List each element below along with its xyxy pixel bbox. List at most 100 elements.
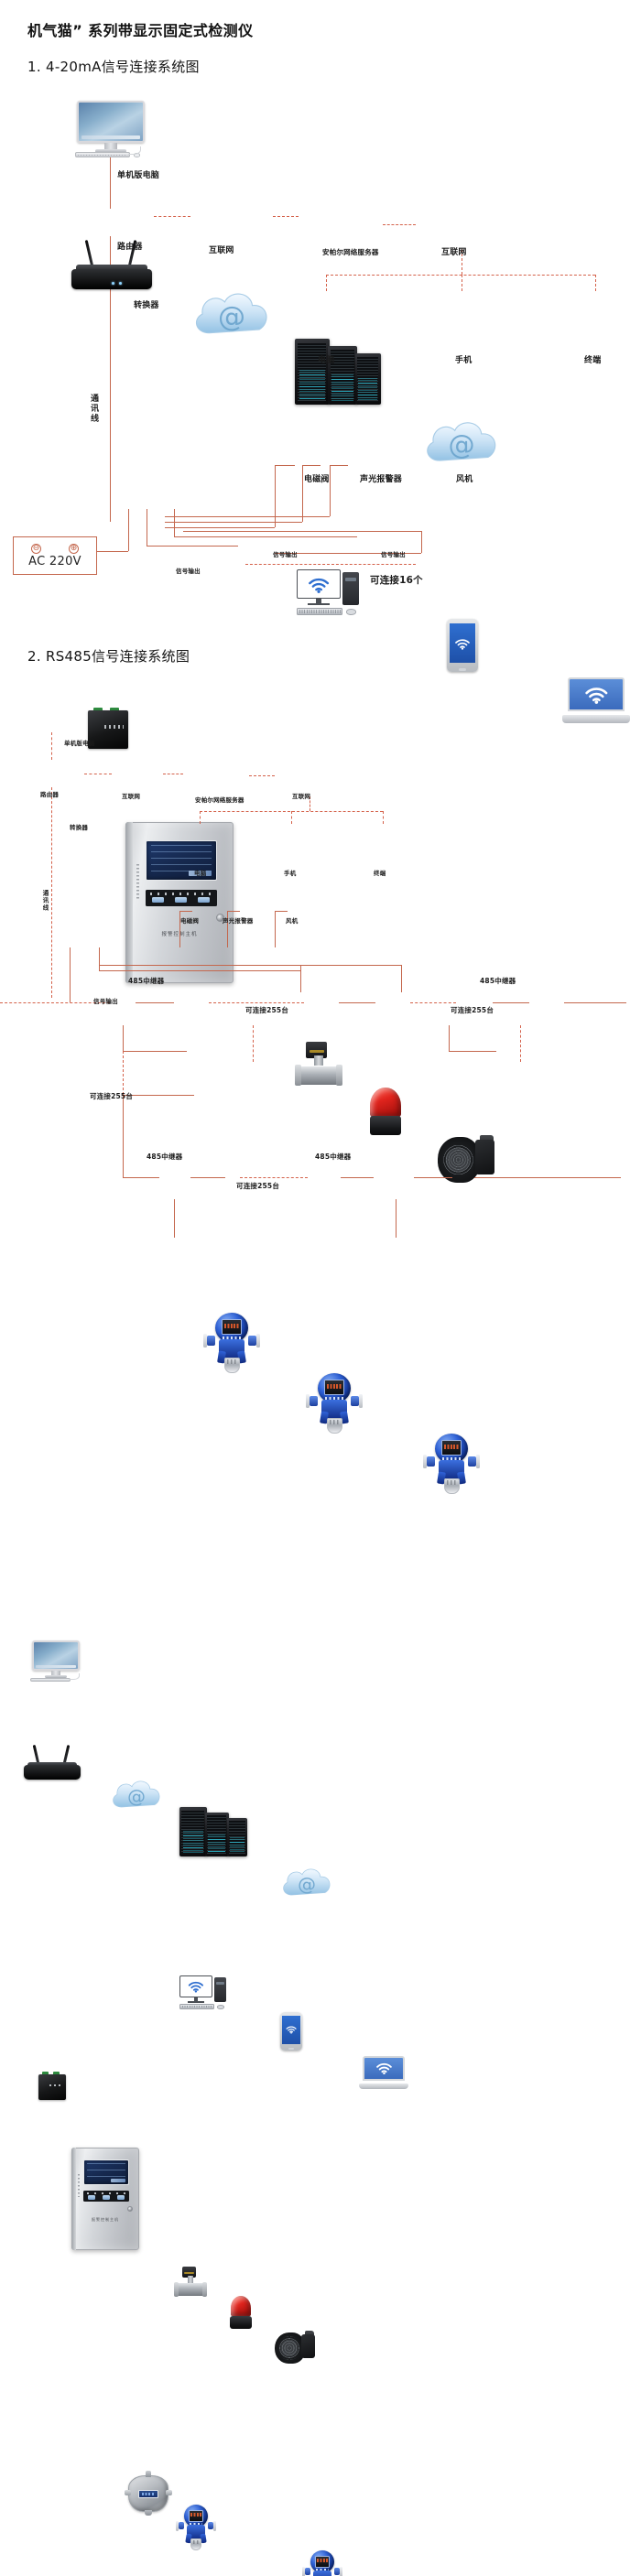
- d2-line-host-drop: [99, 947, 101, 970]
- dash-router-internet: [154, 216, 190, 217]
- internet-cloud-label: 互联网: [122, 793, 141, 800]
- internet-cloud-2-icon: @: [419, 416, 504, 471]
- internet-cloud-2-label: 互联网: [292, 793, 311, 800]
- blower-fan-icon: [438, 1135, 494, 1185]
- blower-fan-icon: [275, 2331, 315, 2365]
- gas-detector: [203, 1313, 260, 1373]
- network-server-icon: [295, 339, 385, 405]
- d2-chain-2c: [240, 1177, 308, 1178]
- d2-dash-comm: [51, 787, 52, 998]
- minus-terminal-icon: ⊖: [31, 543, 41, 554]
- d2-line-drop-a: [300, 965, 302, 992]
- d2-line-drop-b: [401, 965, 403, 992]
- repeater-485-label: 485中继器: [147, 1153, 183, 1161]
- d2-line-fan-stub: [275, 911, 288, 913]
- blower-fan-label: 风机: [456, 475, 473, 484]
- audible-visual-alarm-icon: [229, 2296, 253, 2329]
- d2-dash-terminal: [383, 811, 384, 824]
- audible-visual-alarm-label: 声光报警器: [223, 917, 254, 925]
- d2-dash-phone: [291, 811, 292, 824]
- standalone-pc-label: 单机版电脑: [64, 740, 95, 747]
- svg-text:@: @: [298, 1874, 316, 1895]
- wifi-icon: [309, 578, 329, 593]
- d2-chain-1f: [564, 1002, 626, 1004]
- d2-chain-2a: [123, 1177, 159, 1179]
- line-pc-to-router: [110, 157, 112, 209]
- dash-server-internet2: [383, 224, 416, 225]
- line-fan-drop: [330, 465, 331, 516]
- standalone-pc-icon: [68, 101, 154, 157]
- d2-chain-2b: [190, 1177, 225, 1179]
- client-terminal-label: 终端: [584, 356, 602, 365]
- alarm-control-host-icon: 报警控制主机: [125, 822, 234, 983]
- line-host-bus-2: [165, 522, 302, 524]
- alarm-control-host-label: 报警控制主机: [92, 2217, 119, 2222]
- capacity-note: 可连接255台: [245, 1006, 289, 1014]
- d2-chain2-drop-b: [396, 1199, 397, 1238]
- standalone-pc-icon: [26, 1640, 86, 1683]
- d2-line-valve-stub: [179, 911, 192, 913]
- d2-line-host-bus2: [99, 965, 401, 967]
- capacity-note: 可连接255台: [90, 1092, 134, 1100]
- client-computer-icon: [179, 1975, 229, 2014]
- d2-mid-drop2: [123, 1095, 125, 1177]
- d2-trunk-drop: [70, 947, 71, 1002]
- dash-client-bus: [326, 275, 595, 276]
- d2-chain-1a: [136, 1002, 174, 1004]
- wifi-icon: [584, 687, 608, 704]
- svg-text:@: @: [127, 1786, 146, 1807]
- capacity-note: 可连接16个: [370, 575, 423, 586]
- line-sig-h3: [183, 531, 421, 533]
- d2-chain-2e: [414, 1177, 452, 1179]
- blower-fan-label: 风机: [286, 917, 299, 925]
- line-alarm-drop: [302, 465, 304, 522]
- solenoid-valve-icon: [295, 1042, 342, 1088]
- internet-cloud-icon: @: [108, 1776, 165, 1814]
- alarm-control-host-label: 报警控制主机: [125, 930, 234, 937]
- internet-cloud-label: 互联网: [209, 246, 234, 255]
- capacity-note: 可连接255台: [451, 1006, 494, 1014]
- d2-line-alarm: [227, 911, 229, 947]
- line-router-to-host: [110, 236, 112, 522]
- d2-chain-1e: [493, 1002, 529, 1004]
- d2-rep1-drop: [123, 1025, 125, 1051]
- internet-cloud-icon: @: [189, 287, 275, 343]
- client-phone-label: 手机: [284, 870, 297, 877]
- d2-line-valve: [179, 911, 181, 947]
- internet-cloud-2-icon: @: [278, 1864, 335, 1902]
- gas-detector: [423, 1434, 480, 1494]
- network-server-label: 安帕尔网络服务器: [195, 796, 244, 804]
- repeater-485: [125, 2471, 172, 2516]
- line-sig-d3: [421, 531, 423, 553]
- line-valve-drop: [275, 465, 277, 527]
- repeater-485-label: 485中继器: [128, 977, 165, 985]
- d2-line-alarm-stub: [227, 911, 240, 913]
- d2-line-host-bus: [99, 970, 300, 972]
- line-sig-drop2: [174, 509, 176, 536]
- line-host-bus-1: [165, 527, 275, 529]
- converter-label: 转换器: [134, 301, 159, 310]
- repeater-485-label: 485中继器: [315, 1153, 352, 1161]
- d2-mid-h: [123, 1095, 194, 1097]
- ac-power-label: AC 220V: [28, 554, 81, 568]
- solenoid-valve-label: 电磁阀: [180, 917, 200, 925]
- page-title: 机气猫” 系列带显示固定式检测仪: [27, 22, 254, 39]
- client-terminal-icon: [359, 2056, 408, 2089]
- plus-terminal-icon: ⊕: [69, 543, 79, 554]
- d2-chain-1d: [410, 1002, 456, 1003]
- network-server-label: 安帕尔网络服务器: [322, 248, 379, 256]
- d2-chain2-drop-a: [174, 1199, 176, 1238]
- system-diagram-page: 机气猫” 系列带显示固定式检测仪 1. 4-20mA信号连接系统图: [0, 22, 630, 2576]
- client-terminal-icon: [562, 677, 630, 723]
- converter-icon: [38, 2072, 66, 2100]
- dash-to-terminal: [595, 275, 596, 291]
- section-2-title: 2. RS485信号连接系统图: [27, 648, 190, 665]
- d2-dash-computer: [200, 811, 201, 824]
- wifi-icon: [286, 2027, 297, 2035]
- solenoid-valve-label: 电磁阀: [304, 475, 330, 484]
- line-ac-drop: [128, 509, 130, 551]
- client-terminal-label: 终端: [374, 870, 386, 877]
- d2-dash-branch-b: [520, 1025, 521, 1062]
- router-icon: [24, 1744, 81, 1780]
- d2-chain-2d: [341, 1177, 374, 1179]
